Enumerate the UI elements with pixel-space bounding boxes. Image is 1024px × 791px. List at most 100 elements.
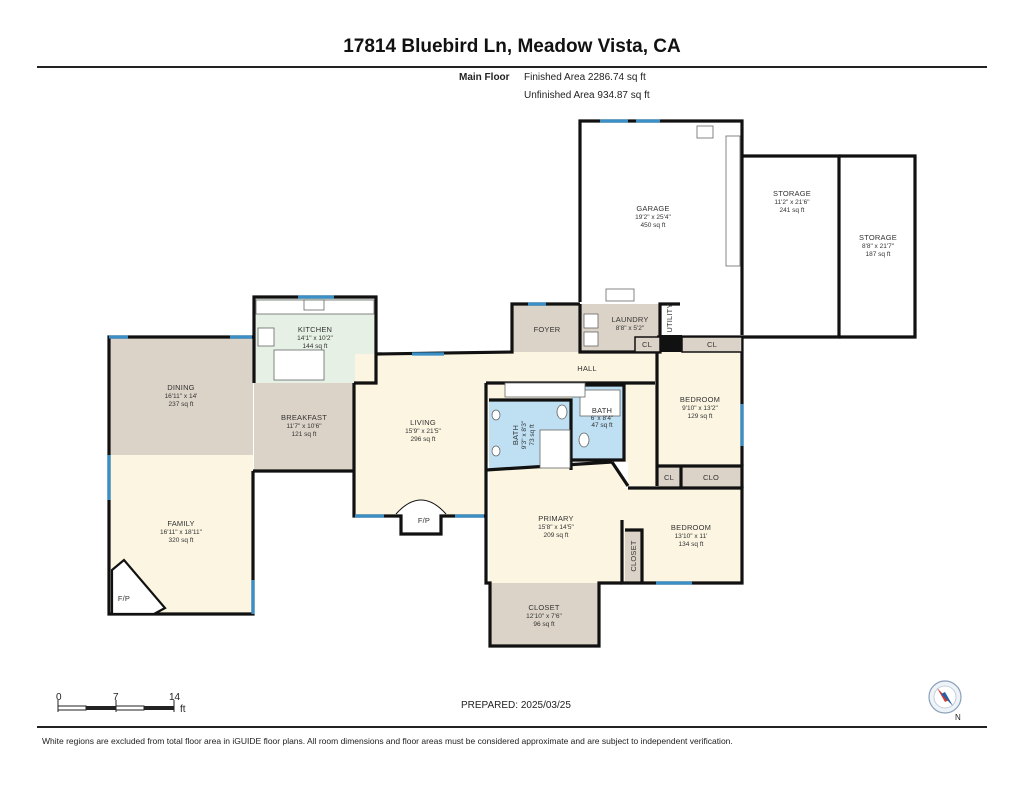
cl-label-2: CL xyxy=(707,340,717,349)
bedroom-dims-2: 13'10" x 11' xyxy=(675,533,708,540)
clo-label: CLO xyxy=(703,473,719,482)
primary-area-text: 209 sq ft xyxy=(544,532,569,539)
garage-shelf xyxy=(725,135,741,267)
kitchen-sink xyxy=(303,299,325,311)
compass-icon xyxy=(928,680,962,714)
family-dims: 16'11" x 18'11" xyxy=(160,529,203,536)
scale-tick-14: 14 xyxy=(169,692,181,703)
cl-label-1: CL xyxy=(642,340,652,349)
scale-tick-0: 0 xyxy=(56,692,62,703)
unfinished-area: Unfinished Area 934.87 sq ft xyxy=(524,90,650,101)
toilet-2 xyxy=(578,432,590,448)
living-fireplace-hearth xyxy=(395,499,447,515)
hall-cabinet xyxy=(504,382,586,398)
compass-label: N xyxy=(955,713,961,722)
bath-label-1: BATH xyxy=(511,425,520,445)
bath-dims-1: 9'3" x 8'3" xyxy=(521,420,528,449)
dining-label: DINING xyxy=(167,383,194,392)
washer xyxy=(583,313,599,329)
dining-area xyxy=(109,337,253,455)
water-heater xyxy=(696,125,714,139)
scale-tick-7: 7 xyxy=(113,692,119,703)
storage-label-1: STORAGE xyxy=(773,189,811,198)
title-rule xyxy=(37,66,987,68)
clo-area xyxy=(681,466,742,488)
prepared-date: PREPARED: 2025/03/25 xyxy=(461,700,571,711)
finished-area: Finished Area 2286.74 sq ft xyxy=(524,72,646,83)
hall-label: HALL xyxy=(577,364,597,373)
storage-label-2: STORAGE xyxy=(859,233,897,242)
laundry-label: LAUNDRY xyxy=(611,315,648,324)
bath-area-text-2: 47 sq ft xyxy=(591,422,613,429)
primary-dims: 15'8" x 14'5" xyxy=(538,524,574,531)
foyer-label: FOYER xyxy=(534,325,561,334)
dining-dims: 16'11" x 14' xyxy=(165,393,198,400)
closet-area-text: 96 sq ft xyxy=(533,621,555,628)
primary-area xyxy=(489,462,628,583)
bedroom-area-text-2: 134 sq ft xyxy=(679,541,704,548)
side-closet-area xyxy=(625,530,642,583)
bath-dims-2: 6' x 8'4" xyxy=(591,415,614,422)
storage-area-text-1: 241 sq ft xyxy=(780,207,805,214)
closet-area xyxy=(490,583,599,646)
family-fireplace xyxy=(110,558,167,616)
kitchen-area-text: 144 sq ft xyxy=(303,343,328,350)
bedroom-label-2: BEDROOM xyxy=(671,523,711,532)
sink-2 xyxy=(491,445,501,457)
cl-label-3: CL xyxy=(664,473,674,482)
bedroom-area-1 xyxy=(657,352,742,466)
bath-area-text-1: 73 sq ft xyxy=(529,424,536,446)
footer-rule xyxy=(37,726,987,728)
shower xyxy=(579,389,621,417)
bathtub xyxy=(539,429,571,469)
kitchen-label: KITCHEN xyxy=(298,325,332,334)
bedroom-area-text-1: 129 sq ft xyxy=(688,413,713,420)
family-area-text: 320 sq ft xyxy=(169,537,194,544)
bedroom-dims-1: 9'10" x 13'2" xyxy=(682,405,718,412)
storage-dims-2: 8'8" x 21'7" xyxy=(862,243,895,250)
storage-dims-1: 11'2" x 21'6" xyxy=(774,199,810,206)
sink-1 xyxy=(491,409,501,421)
breakfast-label: BREAKFAST xyxy=(281,413,327,422)
family-label: FAMILY xyxy=(167,519,194,528)
dryer xyxy=(583,331,599,347)
breakfast-dims: 11'7" x 10'6" xyxy=(286,423,322,430)
closet-dims: 12'10" x 7'6" xyxy=(526,613,562,620)
living-label: LIVING xyxy=(410,418,436,427)
cl-area-3 xyxy=(657,466,681,488)
garage-dims: 19'2" x 25'4" xyxy=(635,214,671,221)
cl-area-2 xyxy=(681,336,743,353)
utility-label: UTILITY xyxy=(665,303,674,332)
disclaimer-footnote: White regions are excluded from total fl… xyxy=(42,736,733,746)
garage-step xyxy=(605,288,635,302)
garage-area xyxy=(580,121,742,301)
foyer-area xyxy=(512,304,580,354)
page-title: 17814 Bluebird Ln, Meadow Vista, CA xyxy=(343,36,681,57)
storage-area-text-2: 187 sq ft xyxy=(866,251,891,258)
floor-name: Main Floor xyxy=(459,72,510,83)
scale-bar xyxy=(57,700,175,712)
storage-area-1 xyxy=(742,156,839,337)
scale-unit: ft xyxy=(180,704,186,715)
laundry-dims: 8'8" x 5'2" xyxy=(616,325,645,332)
kitchen-stove xyxy=(257,327,275,347)
living-dims: 15'9" x 21'5" xyxy=(405,428,441,435)
cl-area-1 xyxy=(634,336,661,353)
kitchen-dims: 14'1" x 10'2" xyxy=(297,335,333,342)
closet-label: CLOSET xyxy=(528,603,559,612)
garage-label: GARAGE xyxy=(636,204,669,213)
bedroom-label-1: BEDROOM xyxy=(680,395,720,404)
storage-area-2 xyxy=(839,156,915,337)
living-area xyxy=(355,354,486,516)
toilet-1 xyxy=(556,404,568,420)
living-area-text: 296 sq ft xyxy=(411,436,436,443)
breakfast-area xyxy=(254,383,354,471)
living-fireplace xyxy=(401,514,441,534)
living-fireplace-label: F/P xyxy=(418,516,430,525)
primary-label: PRIMARY xyxy=(538,514,573,523)
dining-area-text: 237 sq ft xyxy=(169,401,194,408)
family-fireplace-label: F/P xyxy=(118,594,130,603)
utility-block xyxy=(660,335,682,352)
kitchen-island xyxy=(273,349,325,381)
side-closet-label: CLOSET xyxy=(629,540,638,571)
